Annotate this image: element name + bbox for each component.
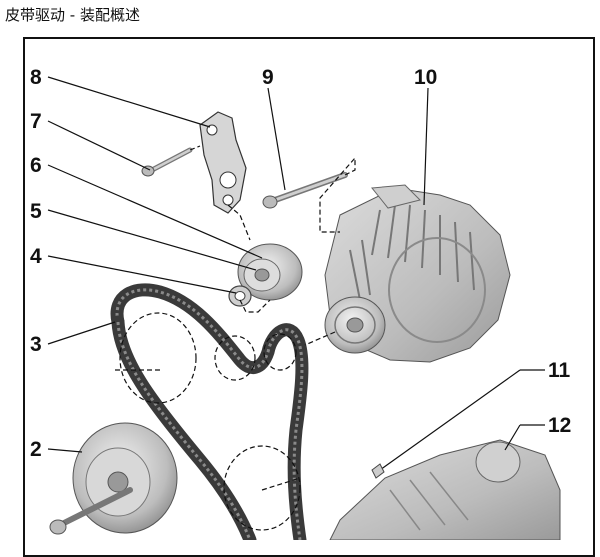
clip-11 <box>371 463 385 479</box>
assembly-guides <box>189 145 356 346</box>
callout-12: 12 <box>548 414 571 437</box>
page-title: 皮带驱动 - 装配概述 <box>5 6 140 24</box>
callout-labels: 8 7 6 5 4 3 2 9 10 11 12 <box>30 66 571 461</box>
callout-5: 5 <box>30 200 42 223</box>
assembly-diagram: 8 7 6 5 4 3 2 9 10 11 12 <box>30 66 571 540</box>
belt-path-guides <box>115 312 301 531</box>
callout-10: 10 <box>414 66 437 89</box>
bolt-9 <box>262 172 348 209</box>
bolt-7 <box>141 147 193 177</box>
callout-6: 6 <box>30 154 42 177</box>
tension-pulley <box>237 243 303 301</box>
callout-2: 2 <box>30 438 42 461</box>
callout-11: 11 <box>548 359 571 382</box>
tensioner-bracket <box>199 111 247 214</box>
callout-8: 8 <box>30 66 42 89</box>
callout-7: 7 <box>30 110 42 133</box>
poly-v-belt <box>110 283 309 540</box>
callout-3: 3 <box>30 333 42 356</box>
ac-compressor <box>329 439 561 540</box>
crankshaft-pulley <box>49 422 178 535</box>
callout-4: 4 <box>30 245 42 268</box>
callout-9: 9 <box>262 66 274 89</box>
alternator <box>324 184 511 363</box>
washer <box>228 285 252 307</box>
leader-lines <box>47 76 545 471</box>
